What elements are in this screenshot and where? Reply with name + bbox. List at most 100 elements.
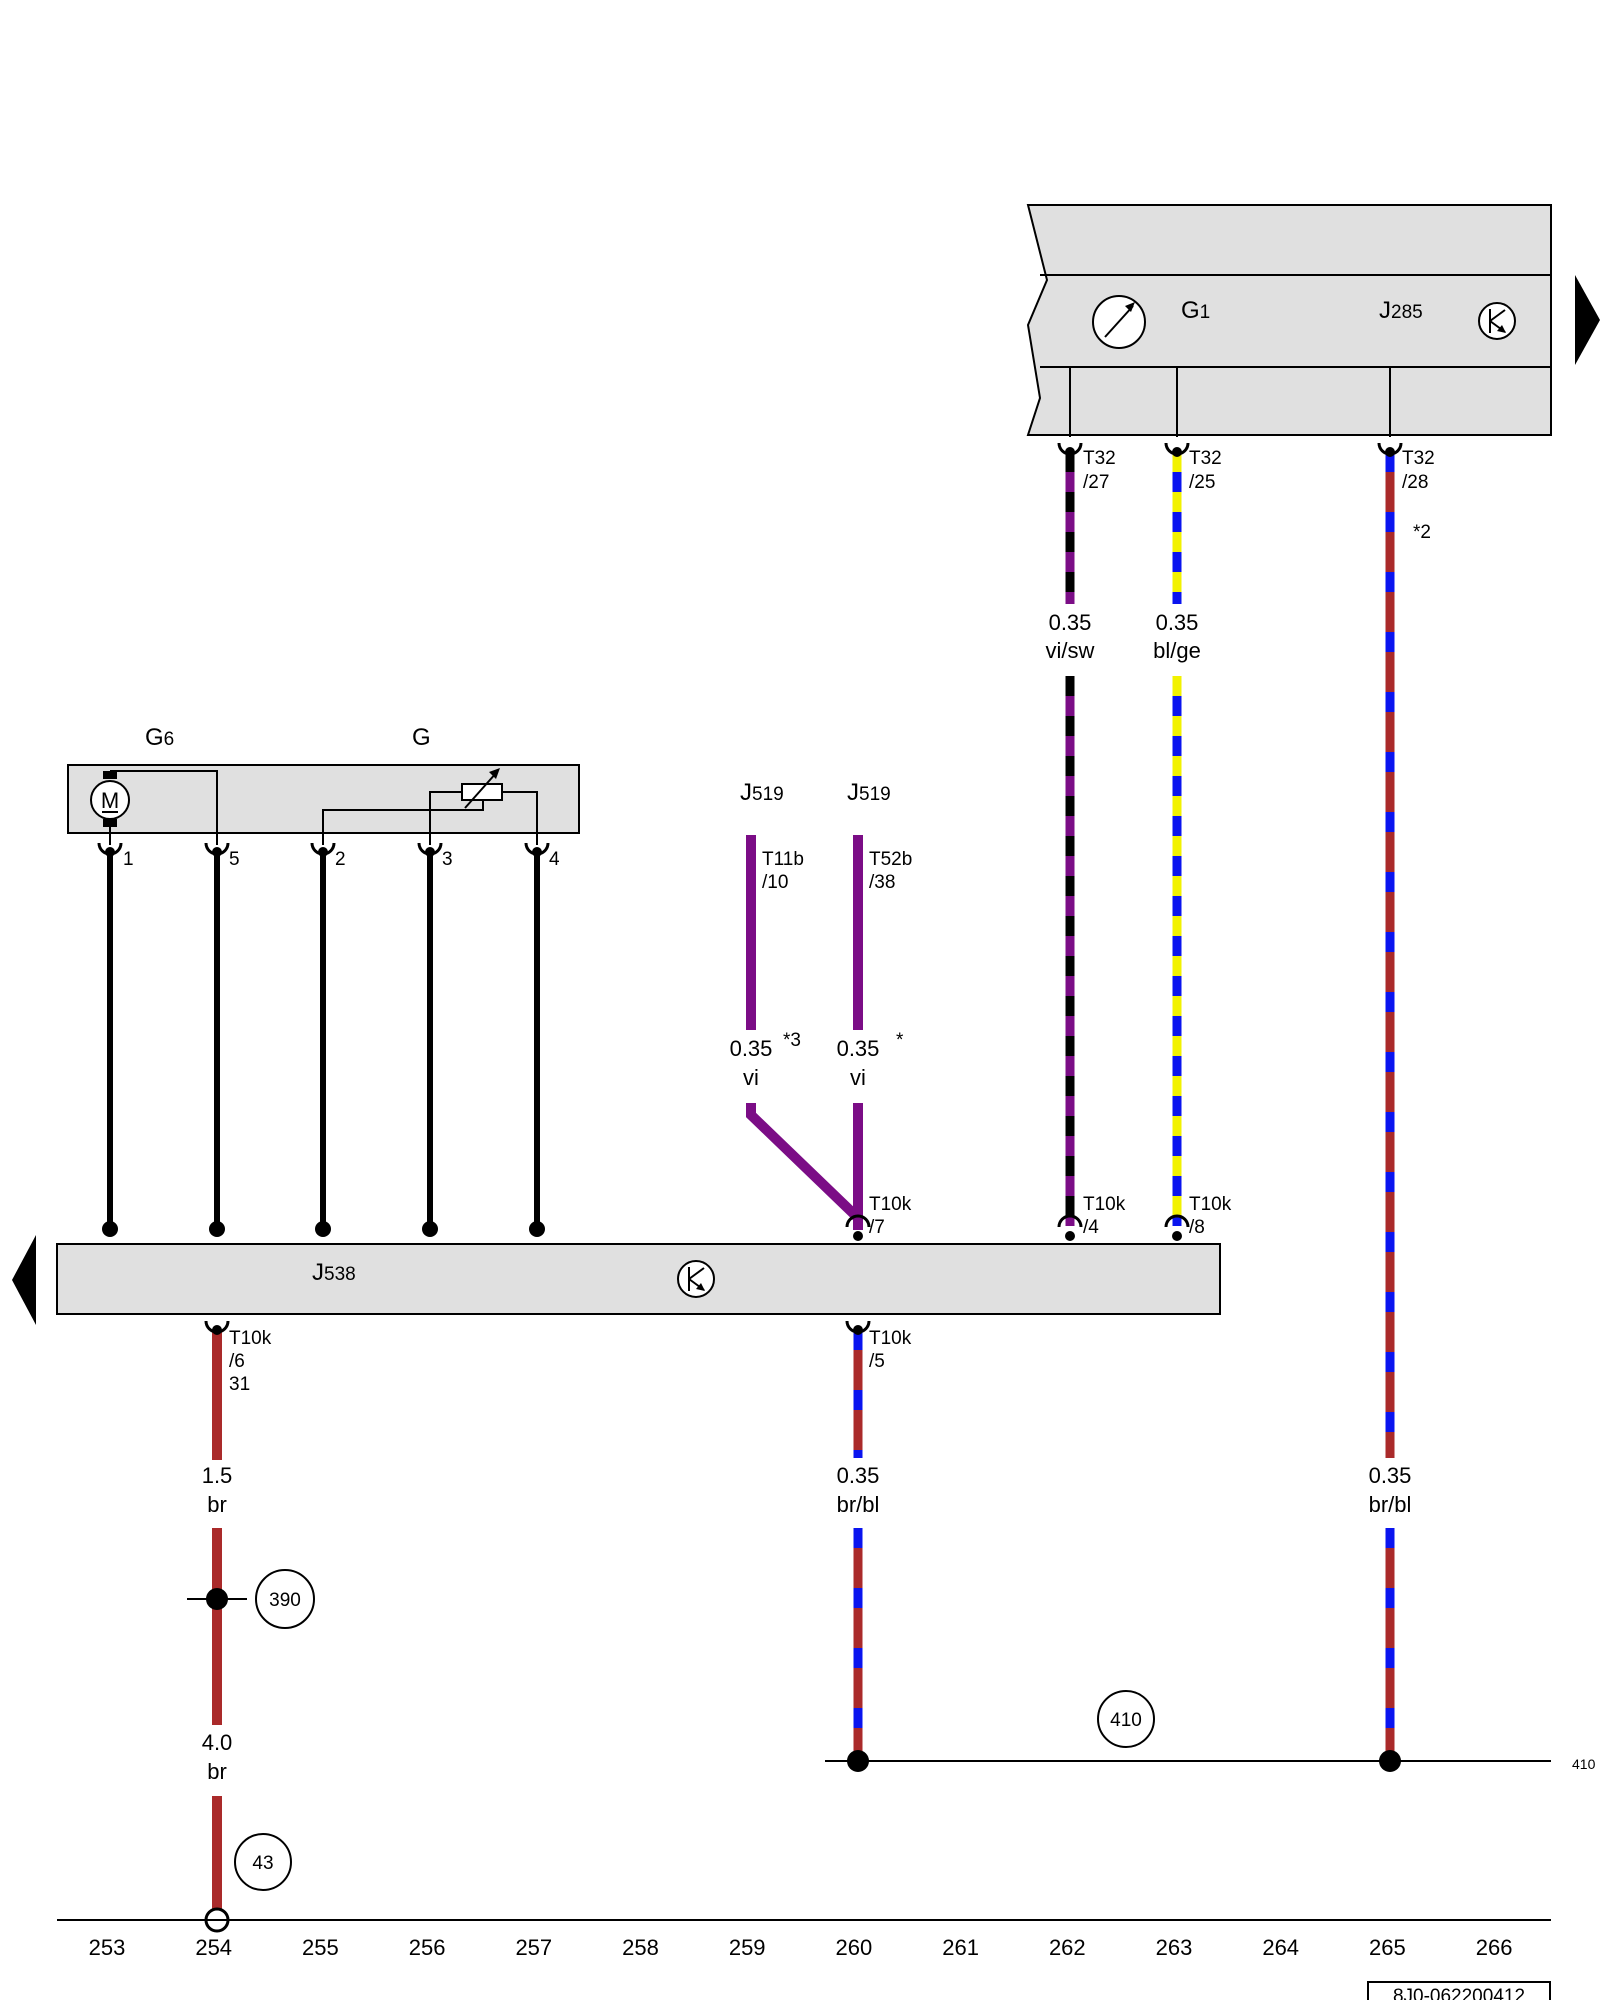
grid-number: 262 [1049,1935,1086,1960]
grid-number: 264 [1262,1935,1299,1960]
j285-label: J285 [1379,297,1423,324]
svg-text:43: 43 [252,1853,273,1874]
t10k-6-label: T10k [229,1328,272,1349]
t32-28-label: T32 [1402,448,1435,469]
t10k-5-pin: /5 [869,1351,885,1372]
wire-262-size: 0.35 [1049,610,1092,635]
wire-262-color: vi/sw [1046,638,1095,663]
g6-label: G6 [145,724,174,751]
wire-260-lower-size: 0.35 [837,1463,880,1488]
t32-27-pin: /27 [1083,472,1109,493]
t11b-label: T11b [762,849,804,870]
edge-ref-410: 410 [1572,1756,1596,1772]
sender-pin-3: 3 [442,849,453,870]
grid-number: 265 [1369,1935,1406,1960]
connector-t32-28: T32 /28 [1377,442,1435,493]
t10k-6-pin: /6 [229,1351,245,1372]
grid-number: 260 [836,1935,873,1960]
g1-label: G1 [1181,297,1210,324]
document-id: 8J0-062200412 [1393,1986,1525,2000]
sender-pin-5: 5 [229,849,240,870]
control-unit-icon [677,1260,715,1298]
grid-number: 256 [409,1935,446,1960]
connector-t32-27: T32 /27 [1057,442,1116,493]
wire-259-size: 0.35 [730,1036,773,1061]
wire-260-color: vi [850,1065,866,1090]
marker-390: 390 [255,1569,315,1629]
wire-260-size: 0.35 [837,1036,880,1061]
wire-254-upper-color: br [207,1492,227,1517]
grid-number: 253 [89,1935,126,1960]
continuation-arrow-left [12,1235,36,1325]
j519-b-label: J519 [847,779,891,806]
fuel-pump-control-unit-block: J538 [56,1243,1221,1315]
marker-43: 43 [234,1833,292,1891]
grid-number: 255 [302,1935,339,1960]
grid-number: 263 [1156,1935,1193,1960]
grid-number: 266 [1476,1935,1513,1960]
wire-254-lower-size: 4.0 [202,1730,233,1755]
wire-259-color: vi [743,1065,759,1090]
j538-label: J538 [312,1259,356,1286]
splice-390 [206,1588,228,1610]
fuel-pump-motor-icon: M [90,771,130,827]
wire-254-lower-color: br [207,1759,227,1784]
sender-pin-1: 1 [123,849,134,870]
sender-wires [102,852,545,1237]
connector-t10k-5: T10k /5 [845,1320,912,1372]
fuel-sender-block: G6 G M [67,724,580,845]
grid-number: 261 [942,1935,979,1960]
connector-t10k-6: T10k /6 31 [204,1320,272,1395]
wire-265-lower-color: br/bl [1369,1492,1412,1517]
t32-25-pin: /25 [1189,472,1215,493]
note-2: *2 [1413,522,1431,543]
terminal-31-label: 31 [229,1374,250,1395]
t10k-7-label: T10k [869,1194,912,1215]
sender-pin-4: 4 [549,849,560,870]
j519-wires: J519 J519 T11b /10 T52b /38 0.35 vi *3 0… [730,779,912,1230]
connector-t10k-8: T10k /8 [1164,1194,1232,1241]
t52b-pin: /38 [869,872,895,893]
sender-pin-connectors: 1 5 2 3 4 [97,842,560,870]
t52b-label: T52b [869,849,912,870]
note-1: * [896,1030,904,1051]
connector-t10k-7: T10k /7 [845,1194,912,1241]
t10k-5-label: T10k [869,1328,912,1349]
t10k-8-pin: /8 [1189,1217,1205,1238]
instrument-cluster-outline [1026,204,1552,436]
splice-265 [1379,1750,1401,1772]
grid-number: 254 [195,1935,232,1960]
fuel-level-sender-icon [322,768,538,845]
note-3: *3 [783,1030,801,1051]
connector-t32-25: T32 /25 [1164,442,1222,493]
t32-28-pin: /28 [1402,472,1428,493]
wire-263-color: bl/ge [1153,638,1201,663]
t10k-7-pin: /7 [869,1217,885,1238]
t10k-4-pin: /4 [1083,1217,1099,1238]
continuation-arrow-right [1575,275,1600,365]
j519-a-label: J519 [740,779,784,806]
connector-t10k-4: T10k /4 [1057,1194,1126,1241]
wire-260-lower-color: br/bl [837,1492,880,1517]
document-id-box: 8J0-062200412 [1367,1981,1551,2000]
sender-pin-2: 2 [335,849,346,870]
instrument-cluster-block: G1 J285 [1026,204,1552,437]
marker-410: 410 [1097,1690,1155,1748]
svg-text:410: 410 [1110,1710,1142,1731]
t10k-8-label: T10k [1189,1194,1232,1215]
wire-263-size: 0.35 [1156,610,1199,635]
wire-254-upper-size: 1.5 [202,1463,233,1488]
t32-25-label: T32 [1189,448,1222,469]
motor-symbol: M [101,788,119,813]
t32-27-label: T32 [1083,448,1116,469]
grid-number: 257 [515,1935,552,1960]
grid-number: 258 [622,1935,659,1960]
g-label: G [412,724,431,751]
control-unit-icon [1478,302,1516,340]
splice-260 [847,1750,869,1772]
t11b-pin: /10 [762,872,788,893]
t10k-4-label: T10k [1083,1194,1126,1215]
wire-265-lower-size: 0.35 [1369,1463,1412,1488]
